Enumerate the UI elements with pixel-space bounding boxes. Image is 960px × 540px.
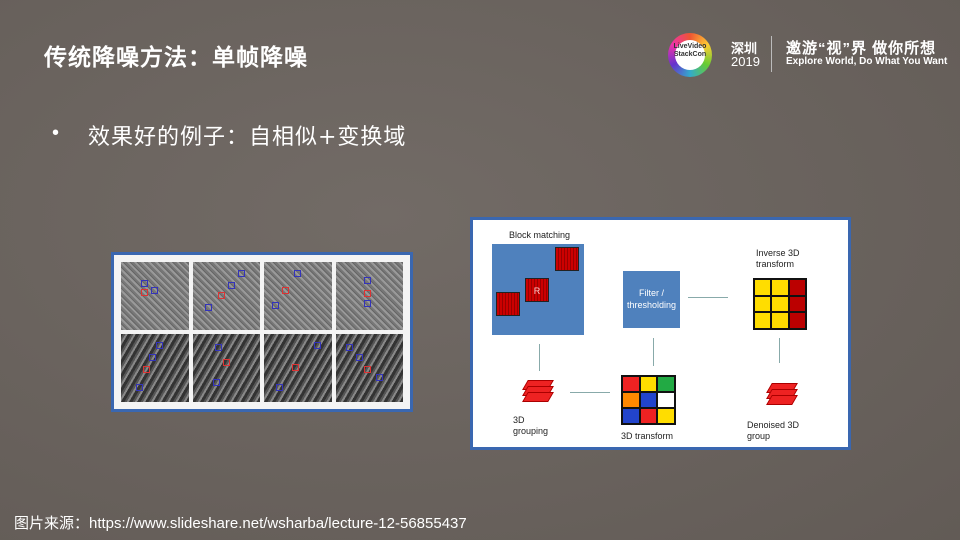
example-patch — [121, 334, 189, 402]
slogan-en: Explore World, Do What You Want — [786, 56, 948, 67]
block-matching-examples-image — [111, 252, 413, 412]
example-patch — [264, 262, 332, 330]
bm3d-diagram: Block matching R Filter / thresholding I… — [470, 217, 851, 450]
reference-block: R — [525, 278, 549, 302]
conference-logo — [668, 33, 712, 77]
bullet-marker: • — [52, 122, 60, 144]
example-patch — [264, 334, 332, 402]
denoised-label: Denoised 3D group — [747, 420, 800, 441]
denoised-stack-icon — [766, 383, 798, 405]
slide-title: 传统降噪方法：单帧降噪 — [44, 45, 308, 71]
group-stack-icon — [522, 380, 554, 402]
transform-label: 3D transform — [621, 431, 674, 441]
grouping-label: 3D grouping — [513, 415, 549, 436]
logo-city: 深圳 — [731, 41, 758, 56]
filter-box: Filter / thresholding — [623, 271, 680, 328]
inverse-transform-label: Inverse 3D transform — [756, 248, 800, 269]
bullet-text: 效果好的例子：自相似+变换域 — [88, 125, 407, 150]
example-patch — [121, 262, 189, 330]
arrow-right — [570, 392, 610, 393]
arrow-up — [653, 338, 654, 366]
matched-block — [496, 292, 520, 316]
example-patch — [192, 262, 260, 330]
rubiks-cube-scrambled — [621, 375, 676, 425]
example-patch — [192, 334, 260, 402]
arrow-down — [539, 344, 540, 371]
logo-text: LiveVideo StackCon — [673, 43, 707, 58]
arrow-right — [688, 297, 728, 298]
rubiks-cube-clean — [753, 278, 807, 330]
example-patch — [335, 334, 403, 402]
arrow-down — [779, 338, 780, 363]
block-matching-area: R — [492, 244, 584, 335]
block-matching-label: Block matching — [509, 230, 571, 240]
matched-block — [555, 247, 579, 271]
example-patch — [335, 262, 403, 330]
logo-divider — [771, 36, 772, 72]
slogan: 邀游“视”界 做你所想 — [786, 40, 937, 57]
image-source-caption: 图片来源：https://www.slideshare.net/wsharba/… — [14, 515, 467, 532]
logo-year: 2019 — [731, 54, 760, 69]
